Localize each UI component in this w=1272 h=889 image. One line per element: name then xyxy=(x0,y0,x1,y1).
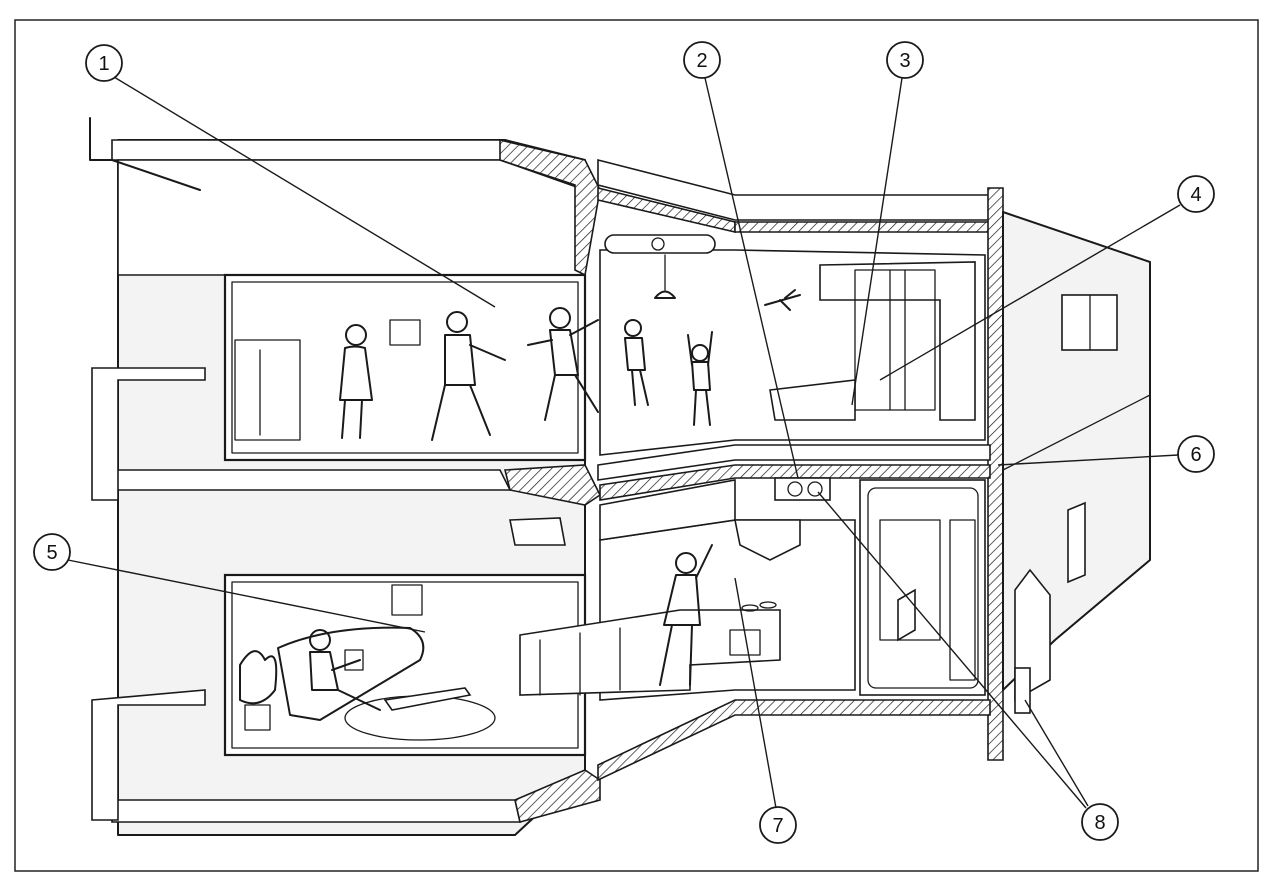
lower-floor-room xyxy=(223,477,1031,757)
callouts: 1 2 3 4 5 6 7 xyxy=(33,41,1215,844)
upper-floor-room xyxy=(223,234,986,462)
callout-3-label: 3 xyxy=(899,50,910,72)
callout-1: 1 xyxy=(85,44,496,308)
callout-4: 4 xyxy=(879,175,1215,381)
callout-3: 3 xyxy=(851,41,924,406)
callout-7: 7 xyxy=(734,577,797,844)
callout-5: 5 xyxy=(33,533,426,633)
upper-floor-figures xyxy=(339,307,713,441)
callout-4-label: 4 xyxy=(1190,184,1201,206)
callout-8: 8 xyxy=(817,491,1119,841)
callout-7-label: 7 xyxy=(772,815,783,837)
figure-frame xyxy=(14,19,1259,872)
callout-5-label: 5 xyxy=(46,542,57,564)
callout-6: 6 xyxy=(997,435,1215,473)
callout-6-label: 6 xyxy=(1190,444,1201,466)
callout-2: 2 xyxy=(683,41,799,479)
callout-8-label: 8 xyxy=(1094,812,1105,834)
callout-2-label: 2 xyxy=(696,50,707,72)
callout-1-label: 1 xyxy=(98,53,109,75)
